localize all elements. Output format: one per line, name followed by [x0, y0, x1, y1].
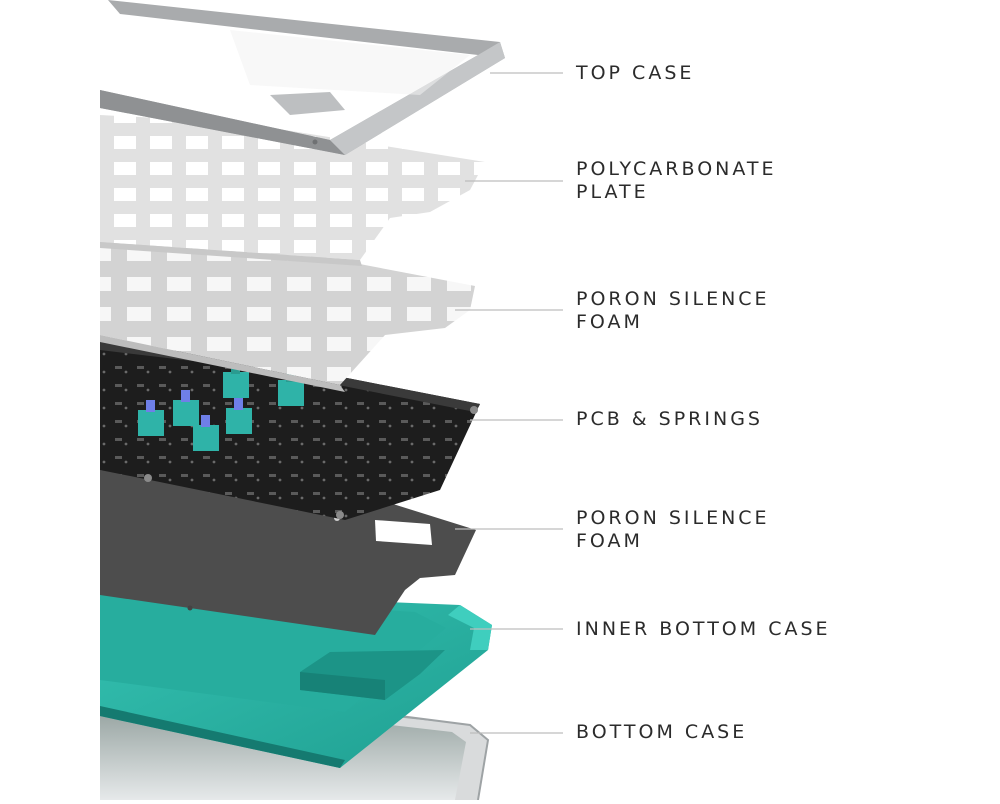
leader-lines	[455, 72, 563, 734]
label-poron-silence-foam-upper-line-1: PORON SILENCE	[576, 288, 770, 310]
label-inner-bottom-case: INNER BOTTOM CASE	[576, 618, 831, 641]
label-top-case: TOP CASE	[576, 62, 694, 85]
label-top-case-line-1: TOP CASE	[576, 62, 695, 84]
label-polycarbonate-plate-line-1: POLYCARBONATE	[576, 158, 777, 180]
label-bottom-case-line-1: BOTTOM CASE	[576, 721, 748, 743]
lower-foam-layer	[100, 470, 476, 635]
polycarbonate-plate-layer	[100, 115, 485, 266]
top-case-layer	[100, 0, 505, 155]
label-polycarbonate-plate: POLYCARBONATE PLATE	[576, 158, 777, 204]
label-poron-silence-foam-upper-line-2: FOAM	[576, 311, 643, 333]
inner-bottom-case-layer	[100, 590, 492, 768]
label-poron-silence-foam-upper: PORON SILENCE FOAM	[576, 288, 770, 334]
label-bottom-case: BOTTOM CASE	[576, 721, 747, 744]
label-poron-silence-foam-lower-line-1: PORON SILENCE	[576, 507, 770, 529]
label-pcb-springs-line-1: PCB & SPRINGS	[576, 408, 763, 430]
label-polycarbonate-plate-line-2: PLATE	[576, 181, 649, 203]
label-inner-bottom-case-line-1: INNER BOTTOM CASE	[576, 618, 831, 640]
label-poron-silence-foam-lower: PORON SILENCE FOAM	[576, 507, 770, 553]
label-poron-silence-foam-lower-line-2: FOAM	[576, 530, 643, 552]
label-pcb-springs: PCB & SPRINGS	[576, 408, 763, 431]
upper-foam-layer	[100, 232, 475, 392]
